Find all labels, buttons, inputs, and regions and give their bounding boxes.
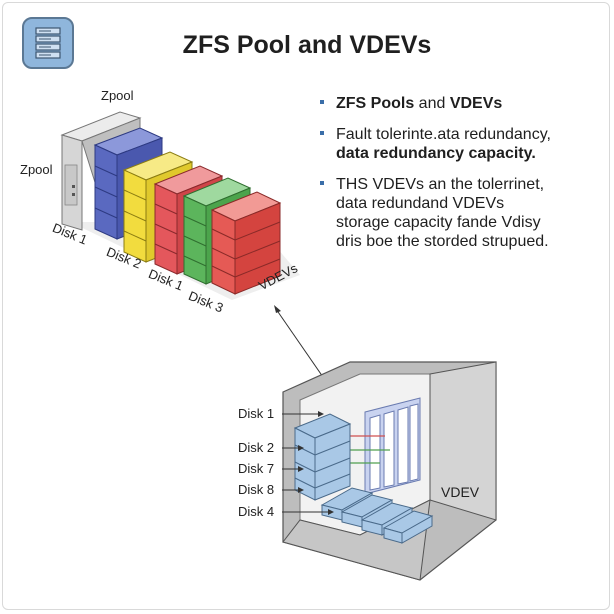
- server-rack-icon: [22, 17, 74, 69]
- vdev-box-label: VDEV: [441, 484, 480, 500]
- bullet-line: storage capacity fande Vdisy: [336, 214, 541, 231]
- bullet-line: data redundancy capacity.: [336, 145, 536, 162]
- bullet-item: THS VDEVs an the tolerrinet, data redund…: [318, 175, 598, 251]
- bullet-line: data redundand VDEVs: [336, 195, 505, 212]
- zpool-side-label: Zpool: [20, 162, 53, 177]
- disk-stack-red-front: [210, 191, 282, 295]
- bullet-line: THS VDEVs an the tolerrinet,: [336, 176, 545, 193]
- bullet-marker: [320, 100, 324, 104]
- bullet-line: Fault tolerinte.ata redundancy,: [336, 126, 551, 143]
- page-title: ZFS Pool and VDEVs: [182, 31, 432, 59]
- vdev-disk-label: Disk 7: [238, 461, 275, 476]
- vdev-disk-label: Disk 8: [238, 482, 275, 497]
- vdev-enclosure: [282, 361, 497, 581]
- bullet-line: ZFS Pools and VDEVs: [336, 95, 503, 112]
- bullet-line: dris boe the storded strupued.: [336, 233, 549, 250]
- zpool-top-label: Zpool: [101, 88, 134, 103]
- vdev-disk-label: Disk 1: [238, 406, 275, 421]
- bullet-item: Fault tolerinte.ata redundancy, data red…: [318, 125, 598, 163]
- bullet-list: ZFS Pools and VDEVs Fault tolerinte.ata …: [318, 94, 598, 263]
- bullet-item: ZFS Pools and VDEVs: [318, 94, 598, 113]
- bullet-marker: [320, 181, 324, 185]
- bullet-marker: [320, 131, 324, 135]
- vdev-disk-label: Disk 4: [238, 504, 275, 519]
- vdev-disk-label: Disk 2: [238, 440, 275, 455]
